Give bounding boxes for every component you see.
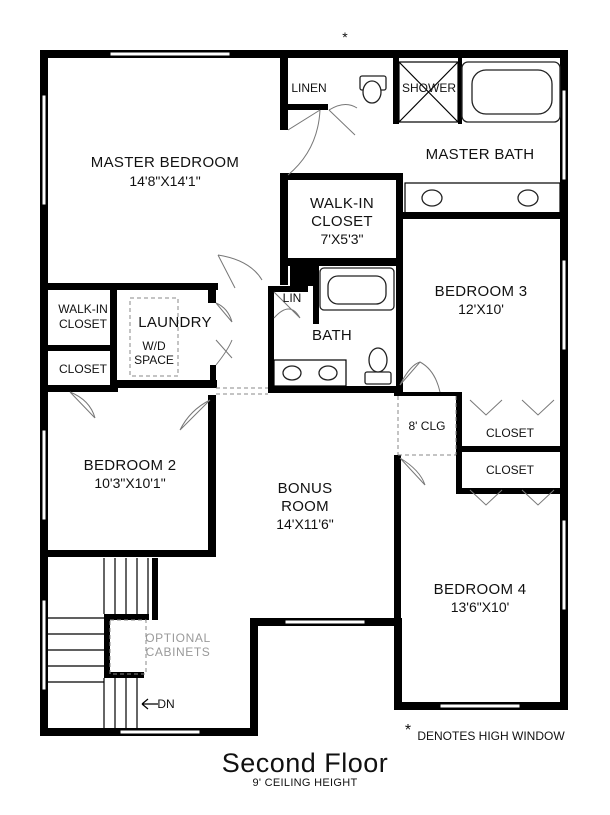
- high-window-marker-top: *: [342, 29, 348, 45]
- bonus-room-label-2: ROOM: [281, 498, 329, 515]
- high-window-marker-note: *: [405, 722, 411, 739]
- wd-space-label-1: W/D: [142, 339, 166, 353]
- walkin-closet-left-label-2: CLOSET: [59, 317, 108, 331]
- bath-fixtures: [129, 61, 561, 387]
- interior-walls: [48, 58, 560, 678]
- floor-subtitle: 9' CEILING HEIGHT: [252, 777, 358, 789]
- closet-b4-label: CLOSET: [486, 463, 535, 477]
- bedroom4-label: BEDROOM 4: [434, 581, 527, 598]
- optional-cabinets-label-2: CABINETS: [146, 645, 211, 659]
- staircase: [48, 558, 158, 728]
- floor-title: Second Floor: [221, 748, 389, 778]
- bedroom3-size: 12'X10': [458, 301, 504, 317]
- closet-b3-label: CLOSET: [486, 426, 535, 440]
- master-bedroom-label: MASTER BEDROOM: [91, 154, 239, 171]
- walkin-closet-master-label-1: WALK-IN: [310, 195, 374, 212]
- linen-label: LINEN: [291, 81, 326, 95]
- bath-label: BATH: [312, 327, 352, 344]
- wd-space-label-2: SPACE: [134, 353, 174, 367]
- door-swings: [69, 104, 555, 506]
- openings: [216, 387, 457, 456]
- shower-label: SHOWER: [402, 81, 456, 95]
- walkin-closet-left-label-1: WALK-IN: [58, 302, 108, 316]
- bedroom4-size: 13'6"X10': [451, 599, 510, 615]
- bonus-room-label-1: BONUS: [278, 480, 333, 497]
- master-bedroom-size: 14'8"X14'1": [129, 173, 200, 189]
- optional-cabinets-label-1: OPTIONAL: [145, 631, 210, 645]
- bedroom3-label: BEDROOM 3: [435, 283, 528, 300]
- walkin-closet-master-label-2: CLOSET: [311, 213, 373, 230]
- master-bath-label: MASTER BATH: [426, 146, 535, 163]
- high-window-note: DENOTES HIGH WINDOW: [417, 729, 565, 743]
- bonus-room-size: 14'X11'6": [276, 516, 334, 532]
- eight-ft-clg-label: 8' CLG: [409, 419, 446, 433]
- walkin-closet-master-size: 7'X5'3": [320, 231, 363, 247]
- bedroom2-size: 10'3"X10'1": [94, 475, 165, 491]
- stair-down-label: DN: [157, 697, 174, 711]
- closet-left-label: CLOSET: [59, 362, 108, 376]
- laundry-label: LAUNDRY: [138, 314, 212, 331]
- lin-label: LIN: [283, 291, 302, 305]
- windows: [41, 51, 567, 735]
- bedroom2-label: BEDROOM 2: [84, 457, 177, 474]
